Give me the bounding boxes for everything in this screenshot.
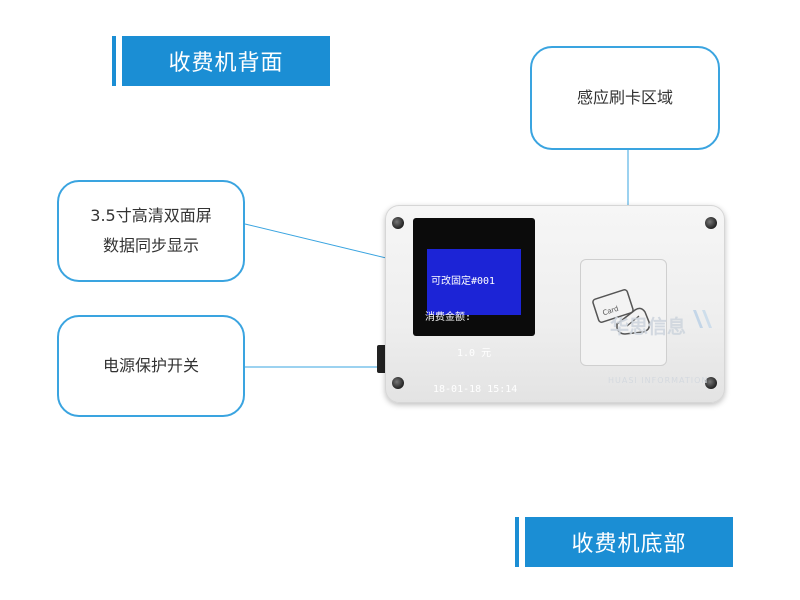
- sensor-area-text: 感应刷卡区域: [576, 88, 673, 107]
- lcd-line-3: 1.0 元: [457, 348, 492, 359]
- power-switch-text: 电源保护开关: [102, 356, 199, 375]
- payment-terminal: 可改固定#001 消费金额: 1.0 元 18-01-18 15:14 Card: [385, 205, 725, 403]
- lcd-line-2: 消费金额:: [425, 312, 472, 323]
- watermark-subtext: HUASI INFORMATION: [608, 376, 709, 385]
- screw-icon: [705, 217, 717, 229]
- lcd-display: 可改固定#001 消费金额: 1.0 元 18-01-18 15:14: [425, 249, 521, 395]
- watermark-logo-icon: [693, 310, 712, 328]
- screen-callout: 3.5寸高清双面屏 数据同步显示: [57, 180, 245, 282]
- card-reader-area: Card: [580, 259, 667, 366]
- bottom-view-title: 收费机底部: [525, 517, 733, 567]
- back-view-label: 收费机背面: [112, 36, 330, 86]
- lcd-line-1: 可改固定#001: [431, 276, 496, 287]
- screen-callout-line2: 数据同步显示: [102, 236, 199, 255]
- watermark-text: 华思信息: [610, 316, 687, 338]
- lcd-bezel: 可改固定#001 消费金额: 1.0 元 18-01-18 15:14: [413, 218, 535, 395]
- label-accent-bar: [515, 517, 519, 567]
- screw-icon: [705, 377, 717, 389]
- power-switch-callout: 电源保护开关: [57, 315, 245, 417]
- sensor-area-callout: 感应刷卡区域: [530, 46, 720, 150]
- bottom-view-label: 收费机底部: [515, 517, 733, 567]
- screw-icon: [392, 217, 404, 229]
- power-switch: [377, 345, 387, 373]
- lcd-line-4: 18-01-18 15:14: [433, 384, 518, 395]
- back-view-title: 收费机背面: [122, 36, 330, 86]
- label-accent-bar: [112, 36, 116, 86]
- card-tap-icon: Card: [592, 289, 651, 335]
- screen-callout-line1: 3.5寸高清双面屏: [90, 206, 212, 225]
- screw-icon: [392, 377, 404, 389]
